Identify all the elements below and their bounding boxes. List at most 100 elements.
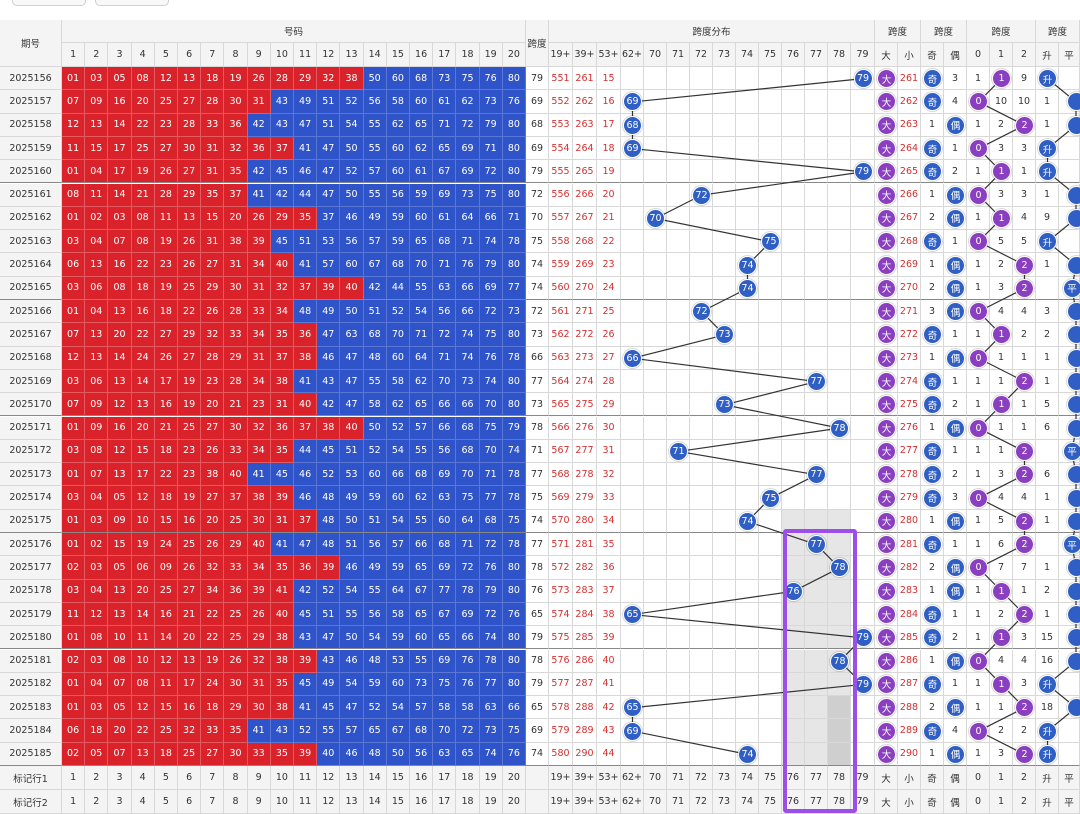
- number-ball-cell: 27: [178, 346, 202, 370]
- span-miss: 569: [549, 486, 573, 510]
- bs-cell: [875, 579, 898, 603]
- bs-miss: 268: [898, 230, 921, 254]
- number-ball-cell: 08: [108, 276, 132, 300]
- footer-col: 19+: [549, 790, 573, 814]
- number-ball-cell: 16: [108, 416, 132, 440]
- span-cell: [621, 206, 644, 231]
- span-cell: [690, 136, 713, 161]
- number-ball-cell: 69: [479, 276, 503, 300]
- number-ball-cell: 67: [363, 253, 387, 277]
- number-ball-cell: 31: [201, 136, 225, 161]
- road-miss: 4: [990, 486, 1013, 510]
- toolbar-button-1[interactable]: [12, 0, 86, 6]
- road-miss: 1: [967, 393, 990, 417]
- number-ball-cell: 76: [502, 742, 526, 766]
- span-cell: [828, 253, 851, 277]
- road-miss: 1: [967, 463, 990, 487]
- bs-miss: 264: [898, 136, 921, 161]
- span-value: 79: [526, 672, 549, 697]
- ud-miss: 5: [1036, 393, 1059, 417]
- number-ball-cell: 60: [386, 672, 410, 697]
- bs-miss: 278: [898, 463, 921, 487]
- number-ball-cell: 54: [386, 509, 410, 533]
- span-cell: [713, 160, 736, 184]
- road-miss: 1: [967, 696, 990, 720]
- number-ball-cell: 52: [386, 300, 410, 324]
- number-ball-cell: 27: [201, 416, 225, 440]
- number-ball-cell: 73: [479, 90, 503, 114]
- span-miss: 573: [549, 579, 573, 603]
- span-cell: [667, 113, 690, 137]
- footer-num: 6: [178, 766, 202, 790]
- ud-cell: [1059, 67, 1080, 91]
- span-cell: [759, 183, 782, 207]
- number-ball-cell: 80: [502, 672, 526, 697]
- span-cell: [851, 439, 875, 464]
- span-value: 76: [526, 579, 549, 603]
- toolbar-button-2[interactable]: [95, 0, 169, 6]
- number-ball-cell: 13: [108, 602, 132, 627]
- number-ball-cell: 67: [386, 719, 410, 743]
- number-ball-cell: 19: [224, 67, 248, 91]
- span-miss: 575: [549, 626, 573, 650]
- number-ball-cell: 66: [386, 463, 410, 487]
- ud-miss: 1: [1036, 602, 1059, 627]
- header-num: 2: [85, 43, 109, 67]
- period-id: 2025168: [0, 346, 62, 370]
- bs-miss: 283: [898, 579, 921, 603]
- span-value: 78: [526, 416, 549, 440]
- number-ball-cell: 14: [131, 369, 155, 394]
- span-cell: [759, 696, 782, 720]
- number-ball-cell: 05: [108, 67, 132, 91]
- ud-ball: [1066, 255, 1080, 275]
- number-ball-cell: 27: [201, 486, 225, 510]
- number-ball-cell: 05: [108, 696, 132, 720]
- span-cell: [736, 393, 759, 417]
- footer-col: 62+: [621, 790, 644, 814]
- up-ball: 升: [1038, 721, 1057, 741]
- span-value: 77: [526, 533, 549, 557]
- number-ball-cell: 33: [247, 742, 271, 766]
- span-cell: [828, 369, 851, 394]
- span-cell: [713, 672, 736, 697]
- oe-cell: [944, 696, 967, 720]
- number-ball-cell: 80: [502, 67, 526, 91]
- number-ball-cell: 23: [178, 463, 202, 487]
- road-ball: 2: [1015, 605, 1034, 625]
- number-ball-cell: 78: [502, 486, 526, 510]
- number-ball-cell: 43: [270, 719, 294, 743]
- span-cell: [736, 416, 759, 440]
- span-miss: 29: [597, 393, 621, 417]
- number-ball-cell: 72: [456, 113, 480, 137]
- oe-cell: [944, 579, 967, 603]
- span-ball: 79: [853, 69, 873, 89]
- span-cell: [736, 90, 759, 114]
- span-miss: 555: [549, 160, 573, 184]
- bs-cell: [875, 672, 898, 697]
- number-ball-cell: 28: [224, 369, 248, 394]
- number-ball-cell: 28: [201, 346, 225, 370]
- number-ball-cell: 44: [294, 183, 318, 207]
- number-ball-cell: 07: [62, 90, 86, 114]
- ud-ball: [1066, 348, 1080, 368]
- number-ball-cell: 08: [131, 672, 155, 697]
- number-ball-cell: 22: [201, 626, 225, 650]
- span-cell: [667, 346, 690, 370]
- footer-num: 1: [62, 790, 86, 814]
- span-miss: 27: [597, 346, 621, 370]
- number-ball-cell: 01: [62, 463, 86, 487]
- header-span-col: 78: [828, 43, 851, 67]
- number-ball-cell: 67: [433, 602, 457, 627]
- number-ball-cell: 52: [317, 463, 341, 487]
- oe-cell: [921, 602, 944, 627]
- oe-cell: [921, 672, 944, 697]
- number-ball-cell: 78: [456, 579, 480, 603]
- bs-miss: 287: [898, 672, 921, 697]
- number-ball-cell: 59: [363, 672, 387, 697]
- span-miss: 271: [573, 300, 597, 324]
- span-ball: 69: [623, 721, 642, 741]
- even-ball: 偶: [946, 208, 965, 228]
- road-ball: 1: [992, 581, 1011, 601]
- span-cell: [736, 113, 759, 137]
